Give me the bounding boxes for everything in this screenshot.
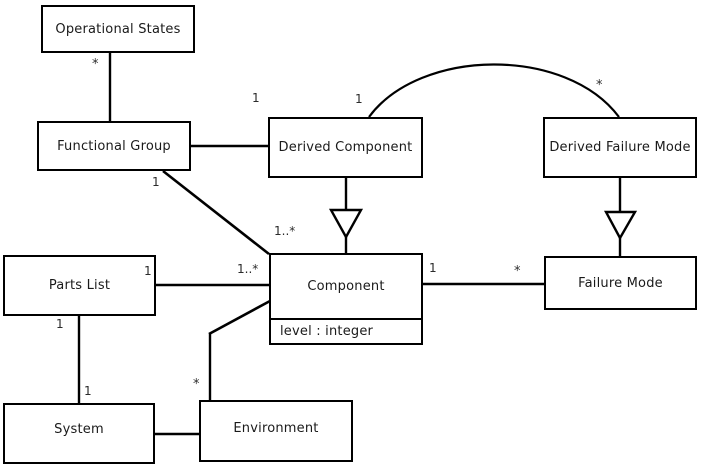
multiplicity-partslist-component: 1 (144, 264, 152, 278)
multiplicity-opstates-functionalgroup: * (92, 57, 99, 72)
uml-class-derived-component[interactable]: Derived Component (268, 117, 423, 178)
multiplicity-derivedcomponent-curve-source: 1 (355, 92, 363, 106)
class-name-system: System (54, 422, 104, 437)
multiplicity-functionalgroup-derivedcomponent: 1 (252, 91, 260, 105)
class-name-component: Component (307, 279, 385, 294)
class-attribute-component-level: level : integer (271, 318, 421, 343)
generalization-triangle-icon (603, 210, 638, 241)
multiplicity-component-functionalgroup: 1..* (274, 224, 296, 238)
uml-class-functional-group[interactable]: Functional Group (37, 121, 191, 171)
edge-environment-component-diagonal[interactable] (208, 299, 271, 336)
multiplicity-system-partslist: 1 (84, 384, 92, 398)
class-name-operational-states: Operational States (55, 21, 181, 37)
class-name-parts-list: Parts List (48, 278, 111, 293)
class-name-derived-failure-mode: Derived Failure Mode (549, 140, 691, 155)
uml-class-failure-mode[interactable]: Failure Mode (544, 256, 697, 310)
uml-class-environment[interactable]: Environment (199, 400, 353, 462)
class-name-functional-group: Functional Group (57, 138, 171, 154)
generalization-triangle-icon (328, 208, 364, 240)
uml-class-system[interactable]: System (3, 403, 155, 464)
uml-class-parts-list[interactable]: Parts List (3, 255, 156, 316)
multiplicity-component-partslist: 1..* (237, 262, 259, 276)
edge-functionalgroup-component[interactable] (162, 169, 270, 256)
class-name-derived-component: Derived Component (278, 140, 413, 155)
uml-class-operational-states[interactable]: Operational States (41, 5, 195, 53)
multiplicity-component-failuremode-target: * (514, 264, 521, 279)
multiplicity-derivedfailuremode-curve-target: * (596, 78, 603, 93)
class-name-environment: Environment (233, 420, 319, 436)
edge-derivedcomponent-derivedfailuremode[interactable] (368, 63, 620, 118)
class-name-failure-mode: Failure Mode (578, 275, 663, 291)
multiplicity-component-failuremode-source: 1 (429, 261, 437, 275)
multiplicity-functionalgroup-component: 1 (152, 175, 160, 189)
uml-class-component[interactable]: Component level : integer (269, 253, 423, 345)
multiplicity-partslist-system: 1 (56, 317, 64, 331)
multiplicity-environment-component: * (193, 377, 200, 392)
uml-class-derived-failure-mode[interactable]: Derived Failure Mode (543, 117, 697, 178)
